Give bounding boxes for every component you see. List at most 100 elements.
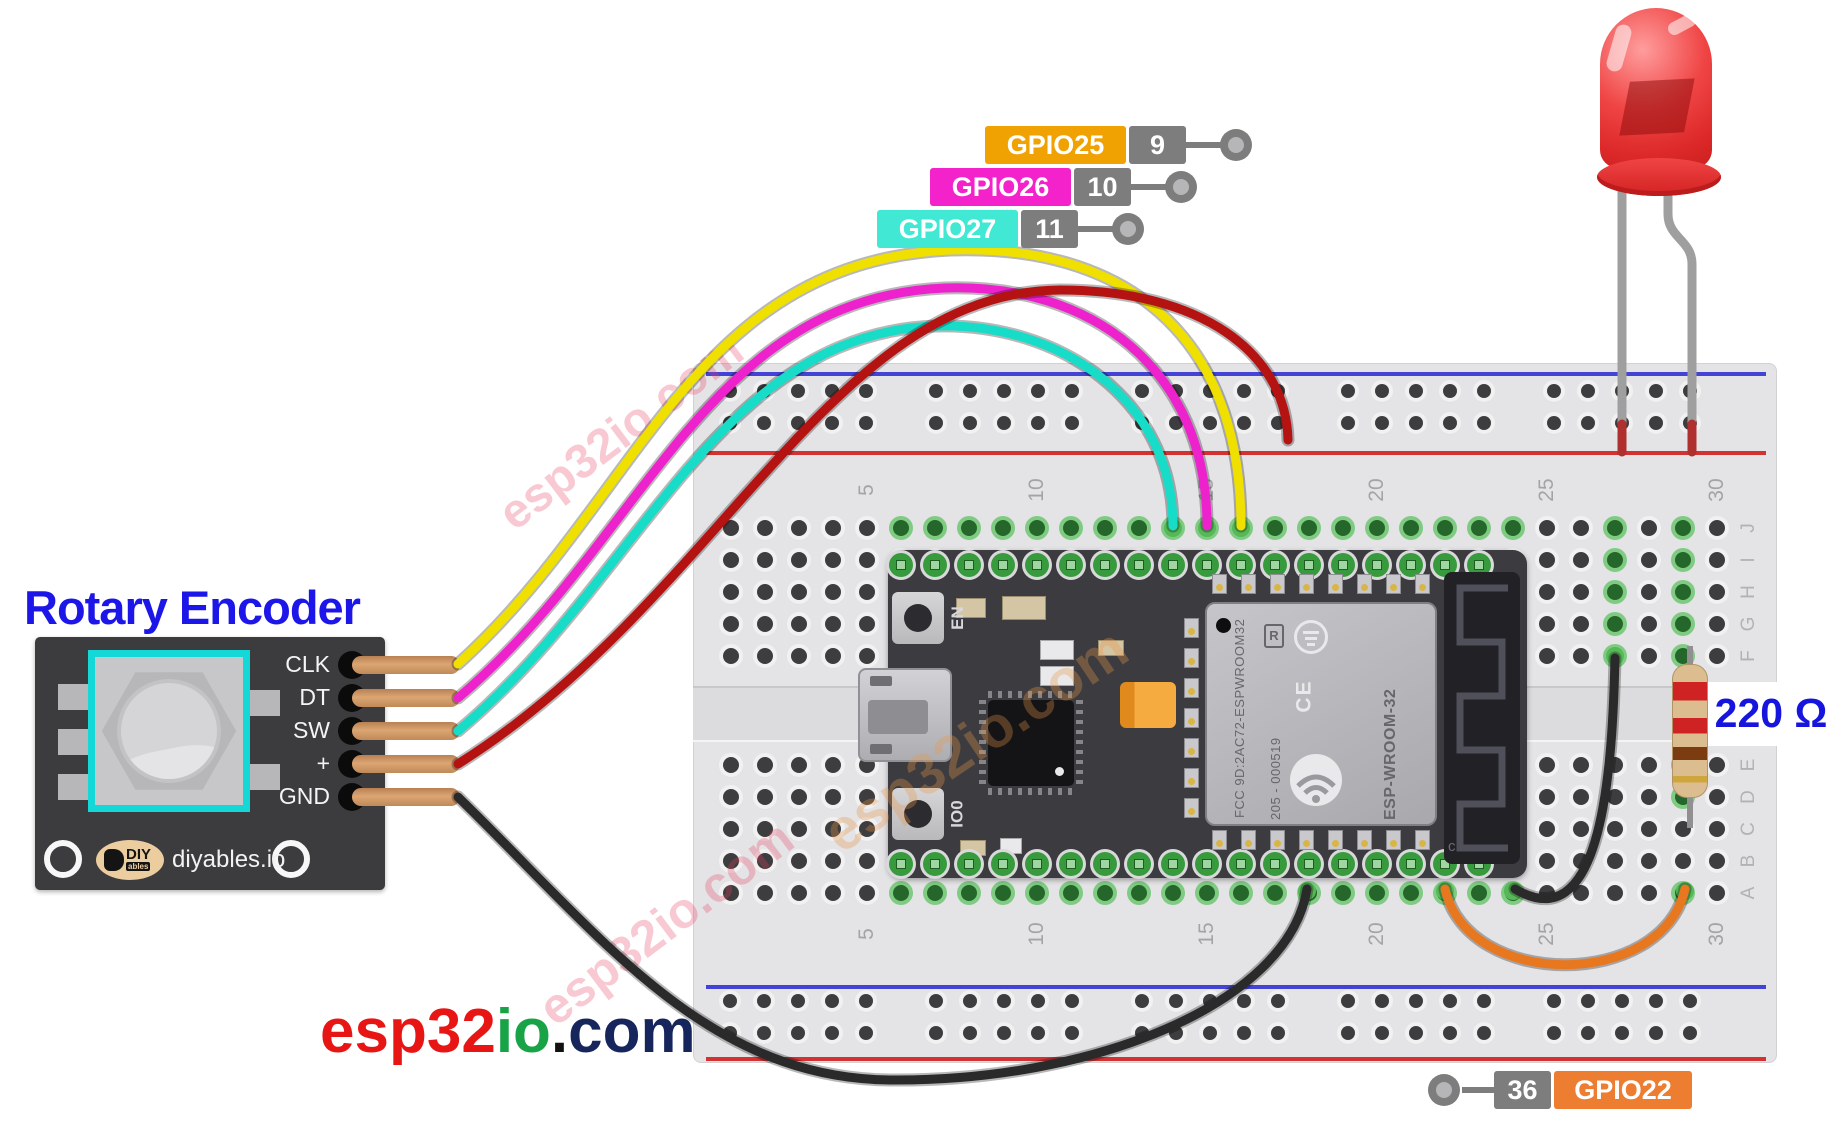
breadboard-hole (1649, 384, 1663, 398)
gpio27-label: GPIO27 (877, 210, 1018, 248)
breadboard-hole (1573, 584, 1589, 600)
breadboard-hole (1301, 885, 1317, 901)
encoder-pin-label-gnd: GND (278, 783, 330, 809)
breadboard-hole (825, 648, 841, 664)
breadboard-hole (825, 994, 839, 1008)
breadboard-hole (859, 885, 875, 901)
ground-symbol-icon (1294, 620, 1328, 654)
connector-ring-icon (1165, 171, 1197, 203)
breadboard-hole (1065, 1026, 1079, 1040)
breadboard-hole (723, 821, 739, 837)
breadboard-hole (1135, 994, 1149, 1008)
breadboard-hole (1641, 584, 1657, 600)
breadboard-hole (1539, 552, 1555, 568)
pin-center (1338, 560, 1348, 570)
breadboard-hole (1131, 885, 1147, 901)
breadboard-row-letter: B (1738, 854, 1759, 868)
pad-hole (1419, 584, 1426, 591)
breadboard-hole (1237, 384, 1251, 398)
breadboard-hole (1169, 994, 1183, 1008)
breadboard-hole (1375, 416, 1389, 430)
connector-line (1186, 142, 1224, 148)
breadboard-hole (1029, 520, 1045, 536)
breadboard-hole (997, 994, 1011, 1008)
breadboard-hole (791, 384, 805, 398)
breadboard-hole (1169, 416, 1183, 430)
solder-pad (1270, 830, 1285, 850)
breadboard-hole (1237, 994, 1251, 1008)
solder-pad (1241, 574, 1256, 594)
pad-hole (1188, 628, 1195, 635)
breadboard-hole (1539, 853, 1555, 869)
ground-bar (1305, 637, 1317, 640)
breadboard-hole (1607, 757, 1623, 773)
breadboard-hole (1649, 994, 1663, 1008)
breadboard-hole (1341, 994, 1355, 1008)
breadboard-hole (791, 648, 807, 664)
esp32-header-pin (1025, 852, 1049, 876)
breadboard-hole (1477, 1026, 1491, 1040)
diyables-logo-icon: DIY ables (96, 840, 164, 880)
breadboard-hole (757, 994, 771, 1008)
connector-line (1131, 184, 1169, 190)
breadboard-hole (1369, 885, 1385, 901)
pin-center (1372, 859, 1382, 869)
gpio26-label: GPIO26 (930, 168, 1071, 206)
gpio22-label: GPIO22 (1554, 1071, 1692, 1109)
breadboard-hole (1031, 994, 1045, 1008)
breadboard-hole (1203, 1026, 1217, 1040)
shield-c-mark: c (1448, 838, 1456, 855)
breadboard-hole (1271, 994, 1285, 1008)
solder-pad (1184, 768, 1199, 788)
pad-hole (1390, 840, 1397, 847)
breadboard-hole (1409, 384, 1423, 398)
breadboard-hole (1063, 520, 1079, 536)
mounting-hole (44, 840, 82, 878)
breadboard-hole (757, 789, 773, 805)
breadboard-hole (1615, 384, 1629, 398)
esp32-header-pin (889, 852, 913, 876)
chip-pins (1076, 700, 1083, 786)
pad-hole (1245, 584, 1252, 591)
breadboard-hole (723, 648, 739, 664)
breadboard-hole (757, 384, 771, 398)
breadboard-hole (723, 416, 737, 430)
smd-component (1098, 640, 1124, 656)
breadboard-hole (1607, 584, 1623, 600)
breadboard-hole (1443, 1026, 1457, 1040)
breadboard-hole (1683, 994, 1697, 1008)
breadboard-hole (723, 616, 739, 632)
breadboard-hole (791, 1026, 805, 1040)
breadboard-hole (757, 520, 773, 536)
connector-ring-icon (1220, 129, 1252, 161)
antenna-zigzag-icon (1456, 584, 1508, 852)
breadboard-hole (859, 853, 875, 869)
breadboard-hole (961, 520, 977, 536)
solder-pad (1184, 678, 1199, 698)
breadboard-hole (1683, 416, 1697, 430)
pin-center (1236, 560, 1246, 570)
en-button-label: EN (947, 606, 967, 630)
pin-center (1134, 859, 1144, 869)
encoder-pin (352, 722, 460, 740)
esp32-header-pin (1059, 553, 1083, 577)
solder-pad (1270, 574, 1285, 594)
breadboard-hole (723, 584, 739, 600)
breadboard-hole (997, 1026, 1011, 1040)
solder-pad (1184, 798, 1199, 818)
led-flange (1597, 158, 1721, 196)
logo-part-dot: . (550, 997, 569, 1066)
solder-pad (1357, 574, 1372, 594)
pad-hole (1332, 584, 1339, 591)
breadboard-hole (1169, 1026, 1183, 1040)
breadboard-hole (1709, 616, 1725, 632)
esp32-header-pin (1263, 852, 1287, 876)
encoder-knob-notch (121, 738, 217, 779)
breadboard-hole (963, 416, 977, 430)
breadboard-column-number: 25 (1535, 922, 1558, 946)
usb-uart-chip (988, 700, 1074, 786)
breadboard-hole (1675, 821, 1691, 837)
breadboard-row-letter: F (1738, 650, 1759, 662)
breadboard-hole (995, 520, 1011, 536)
esp32-header-pin (1229, 852, 1253, 876)
